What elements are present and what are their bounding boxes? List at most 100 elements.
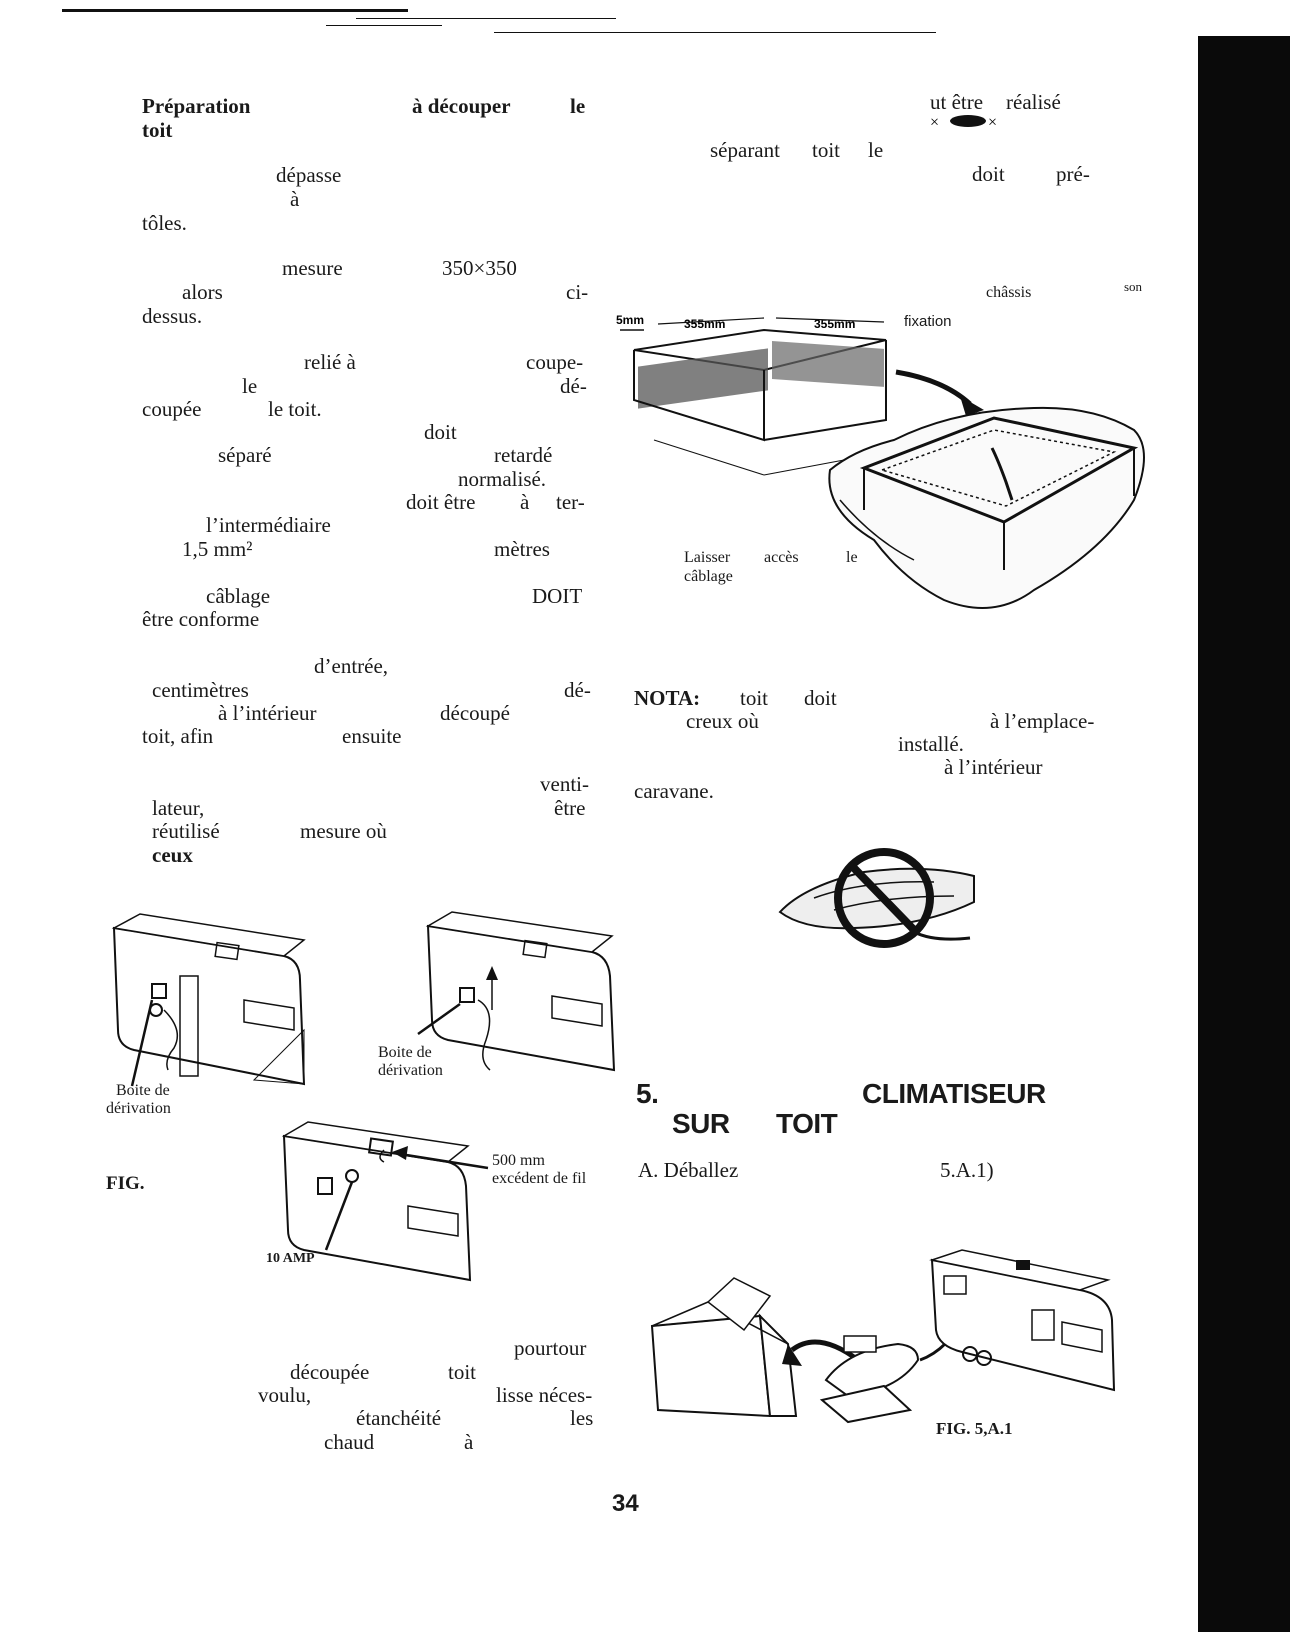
header-rule-2 [356,18,616,19]
text-fragment: mesure où [300,819,387,843]
text-fragment: à l’intérieur [944,755,1043,779]
heading-word: le [570,94,586,118]
junction-box-label-left: Boite de [116,1082,170,1099]
text-fragment: être [554,796,586,820]
laisser-caption: le [846,549,858,566]
text-fragment: retardé [494,443,553,467]
text-fragment: à l’intérieur [218,701,317,725]
section-title-sur: SUR [672,1108,730,1139]
laisser-caption: Laisser [684,549,731,566]
label-500mm: 500 mm [492,1152,545,1169]
step-a-text: A. Déballez [638,1158,739,1182]
text-fragment: dé- [564,678,591,702]
text-fragment: ceux [152,843,193,867]
figure-caption: FIG. 5,A.1 [936,1419,1013,1438]
text-fragment: 1,5 mm² [182,537,253,561]
text-fragment: venti- [540,772,589,796]
text-fragment: tôles. [142,211,187,235]
roof-frame-diagram: 5mm 355mm 355mm [616,313,1145,609]
text-fragment: mètres [494,537,550,561]
heading-word: à découper [412,94,511,118]
svg-text:×: × [988,114,997,131]
header-rule-4 [494,32,936,33]
svg-text:×: × [930,114,939,131]
text-fragment: d’entrée, [314,654,389,678]
laisser-caption: câblage [684,568,733,585]
text-fragment: le toit. [268,397,322,421]
text-fragment: étanchéité [356,1406,442,1430]
text-fragment: à [464,1430,474,1454]
text-fragment: 350×350 [442,256,517,280]
text-fragment: être conforme [142,607,260,631]
text-fragment: dépasse [276,163,342,187]
text-fragment: séparant [710,138,780,162]
scan-edge-band [1198,36,1290,1632]
text-fragment: ensuite [342,724,402,748]
text-fragment: chaud [324,1430,375,1454]
laisser-caption: accès [764,549,799,566]
dim-label: 5mm [616,313,644,327]
text-fragment: installé. [898,732,964,756]
figure-label-left: FIG. [106,1173,145,1194]
text-fragment: à [290,187,300,211]
text-fragment: pré- [1056,162,1090,186]
trailer-figure-bottom [281,1121,472,1282]
nota-label: NOTA: [634,686,701,710]
section-title-climatiseur: CLIMATISEUR [862,1078,1046,1109]
text-fragment: toit [740,686,769,710]
header-rule-1 [62,9,408,12]
heading-word: Préparation [142,94,251,118]
heading-word: toit [142,118,173,142]
diagram-label-son: son [1124,279,1143,294]
text-fragment: creux où [686,709,759,733]
text-fragment: doit [424,420,457,444]
page-number: 34 [612,1490,639,1517]
text-fragment: doit être [406,490,476,514]
text-fragment: réutilisé [152,819,220,843]
section-title-toit: TOIT [776,1108,838,1139]
label-10amp: 10 AMP [266,1251,315,1266]
no-ac-on-ground-icon [778,848,975,948]
text-fragment: l’intermédiaire [206,513,331,537]
text-fragment: normalisé. [458,467,547,491]
text-fragment: coupe- [526,350,584,374]
text-fragment: séparé [218,443,272,467]
junction-box-label-left: dérivation [106,1100,171,1117]
text-fragment: toit [448,1360,477,1384]
text-fragment: caravane. [634,779,714,803]
trailer-figure-right [417,911,616,1072]
text-fragment: voulu, [258,1383,312,1407]
trailer-figure-left [111,913,306,1087]
text-fragment: ut être [930,90,984,114]
text-fragment: coupée [142,397,202,421]
text-fragment: câblage [206,584,271,608]
text-fragment: ter- [556,490,585,514]
arrow-500mm [392,1146,489,1170]
text-fragment: le [242,374,258,398]
text-fragment: lisse néces- [496,1383,593,1407]
text-fragment: le [868,138,884,162]
unpacking-figure [650,1249,1116,1424]
text-fragment: réalisé [1006,90,1061,114]
text-fragment: DOIT [532,584,583,608]
text-fragment: dessus. [142,304,203,328]
text-fragment: dé- [560,374,587,398]
text-fragment: mesure [282,256,343,280]
text-fragment: toit [812,138,841,162]
text-fragment: doit [972,162,1005,186]
header-rule-3 [326,25,442,26]
diagram-label-fixation: fixation [904,313,952,330]
text-fragment: découpé [440,701,510,725]
label-500mm: excédent de fil [492,1170,587,1187]
text-fragment: lateur, [152,796,205,820]
text-fragment: toit, afin [142,724,214,748]
text-fragment: à [520,490,530,514]
text-fragment: centimètres [152,678,249,702]
junction-box-label-right: dérivation [378,1062,443,1079]
scribble-mark-icon: × × [930,114,997,131]
junction-box-label-right: Boite de [378,1044,432,1061]
text-fragment: alors [182,280,223,304]
text-fragment: pourtour [514,1336,587,1360]
text-fragment: relié à [304,350,356,374]
text-fragment: découpée [290,1360,370,1384]
